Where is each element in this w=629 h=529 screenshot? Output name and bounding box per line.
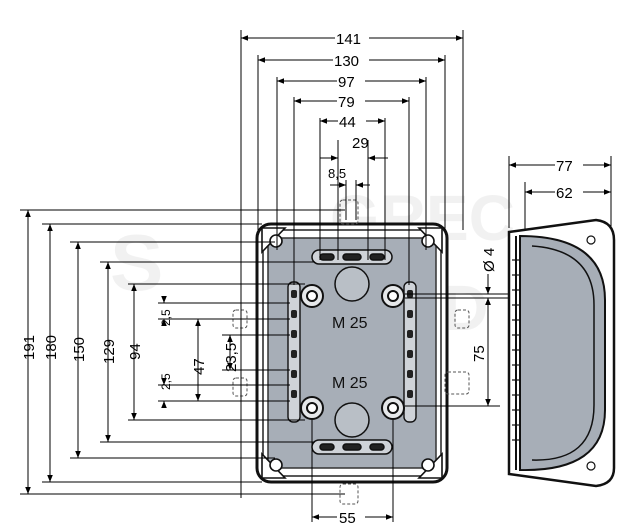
- dim-width-141: 141: [336, 31, 361, 48]
- side-view: [507, 218, 616, 488]
- dim-hole-diameter: Ø 4: [481, 248, 498, 272]
- dim-small-47: 47: [191, 358, 208, 375]
- dim-side-75: 75: [471, 345, 488, 362]
- gland-label-bottom: M 25: [332, 375, 368, 392]
- bottom-rib: [311, 439, 393, 455]
- dim-width-29: 29: [352, 135, 369, 152]
- dim-width-79: 79: [338, 94, 355, 111]
- dim-height-129: 129: [101, 339, 118, 364]
- dim-height-94: 94: [127, 343, 144, 360]
- gland-label-top: M 25: [332, 315, 368, 332]
- dim-small-23-5: 23,5: [223, 343, 240, 372]
- dim-small-2-5-bottom: 2,5: [159, 373, 173, 390]
- front-view: M 25 M 25: [232, 199, 470, 505]
- dim-width-44: 44: [339, 114, 356, 131]
- side-view-lid: [519, 234, 606, 472]
- dim-width-97: 97: [338, 74, 355, 91]
- dim-width-130: 130: [334, 53, 359, 70]
- dim-height-150: 150: [71, 337, 88, 362]
- dim-bottom-55: 55: [339, 510, 356, 527]
- corner-screws: [261, 227, 443, 479]
- enclosure-inner-frame: [262, 229, 442, 477]
- side-view-ribs: [512, 259, 520, 441]
- dim-height-180: 180: [43, 335, 60, 360]
- dim-depth-77: 77: [556, 158, 573, 175]
- dim-small-2-5-top: 2,5: [159, 309, 173, 326]
- dim-width-8-5: 8,5: [328, 166, 346, 181]
- knockout-holes: [334, 266, 370, 438]
- mounting-screws: [300, 284, 405, 420]
- dim-depth-62: 62: [556, 185, 573, 202]
- dim-height-191: 191: [21, 335, 38, 360]
- top-rib: [311, 249, 393, 265]
- dimension-labels: 141 130 97 79 44 29 8,5 191 180 150 129 …: [21, 28, 583, 527]
